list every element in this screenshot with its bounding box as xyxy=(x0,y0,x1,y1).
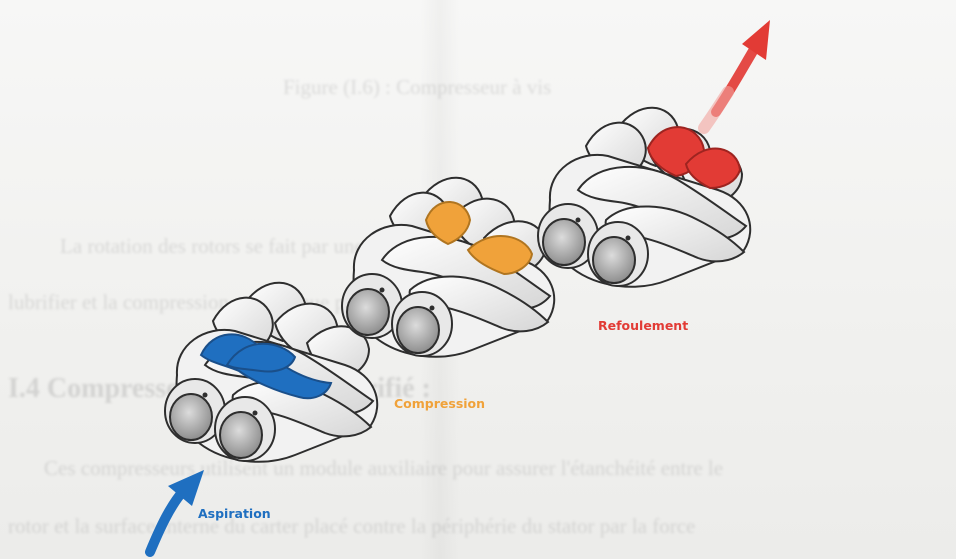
compression-label: Compression xyxy=(394,396,485,411)
refoulement-label: Refoulement xyxy=(598,318,688,333)
compression-stage xyxy=(342,178,554,357)
refoulement-stage xyxy=(538,108,750,287)
aspiration-label: Aspiration xyxy=(198,506,271,521)
outlet-arrow xyxy=(704,20,770,128)
inlet-arrow xyxy=(150,470,204,552)
